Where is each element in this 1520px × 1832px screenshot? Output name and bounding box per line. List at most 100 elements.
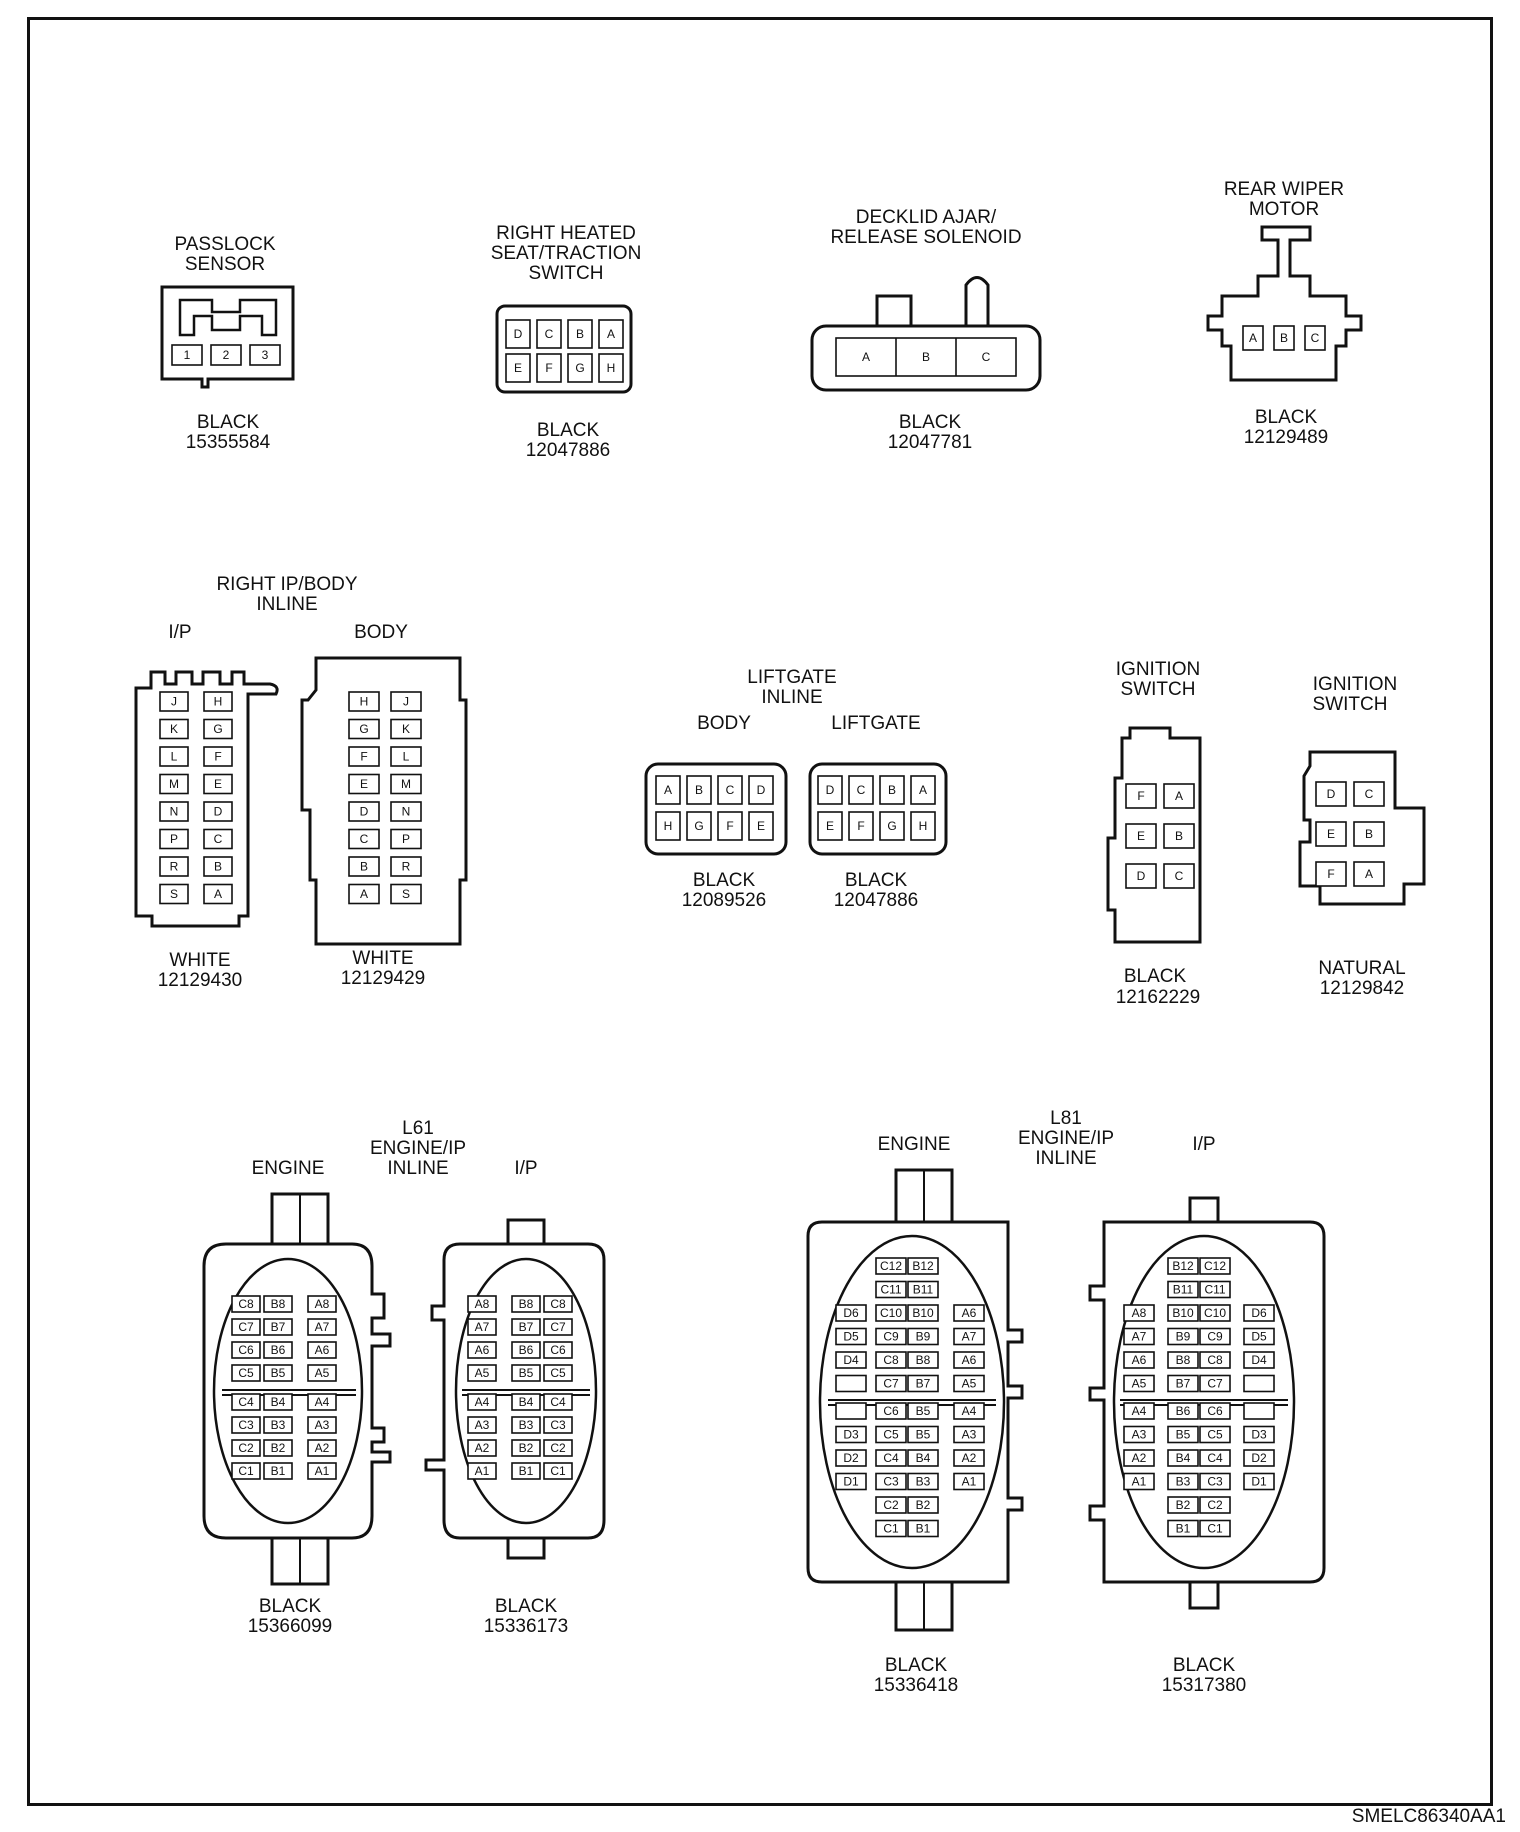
rear-wiper-housing — [1206, 225, 1363, 382]
pin-cavity — [511, 1364, 541, 1382]
passlock-title-2: SENSOR — [185, 254, 265, 275]
pin-label: C2 — [238, 1441, 254, 1455]
pin-cavity — [390, 773, 422, 795]
pin-cavity — [467, 1295, 497, 1313]
pin-label: B11 — [913, 1283, 934, 1297]
pin-label: B — [888, 783, 896, 797]
pin-label: F — [857, 819, 864, 833]
pin-cavity — [307, 1318, 337, 1336]
pin-cavity — [875, 1496, 907, 1514]
pin-cavity — [953, 1449, 985, 1467]
pin-label: A2 — [475, 1441, 490, 1455]
pin-label: C3 — [238, 1418, 254, 1432]
pin-label: A7 — [1132, 1330, 1147, 1344]
pin-cavity — [348, 773, 380, 795]
pin-label: A — [360, 887, 368, 901]
pin-label: A7 — [315, 1320, 330, 1334]
pin-label: D2 — [843, 1451, 859, 1465]
pin-cavity — [1167, 1425, 1199, 1444]
pin-label: B — [576, 327, 584, 341]
pin-cavity — [686, 775, 712, 805]
pin-label: A6 — [962, 1353, 977, 1367]
pin-cavity — [875, 1280, 907, 1299]
pin-label: C10 — [880, 1306, 902, 1320]
pin-label: A — [1249, 331, 1257, 345]
pin-label: B8 — [916, 1353, 931, 1367]
pin-label: F — [545, 361, 552, 375]
rear-wiper-color: BLACK — [1255, 407, 1318, 428]
pin-cavity — [907, 1304, 939, 1322]
pin-cavity — [348, 801, 380, 822]
pin-label: G — [694, 819, 703, 833]
decklid-color: BLACK — [899, 412, 962, 433]
blank-pin-cavity — [835, 1374, 867, 1393]
pin-cavity — [203, 691, 233, 712]
pin-cavity — [231, 1439, 261, 1457]
pin-label: A4 — [315, 1395, 330, 1409]
pin-label: A1 — [315, 1464, 330, 1478]
pin-label: F — [1327, 867, 1334, 881]
pin-label: B11 — [1173, 1283, 1194, 1297]
blank-pin-cavity — [835, 1402, 867, 1420]
pin-cavity — [390, 746, 422, 767]
pin-cavity — [1199, 1425, 1231, 1444]
decklid-pin-row — [835, 337, 1017, 377]
pin-cavity — [543, 1416, 573, 1434]
pin-label: C8 — [883, 1353, 899, 1367]
decklid-title-2: RELEASE SOLENOID — [830, 227, 1021, 248]
pin-label: A8 — [475, 1297, 490, 1311]
pin-cavity — [467, 1318, 497, 1336]
liftgate-title-1: LIFTGATE — [747, 667, 836, 688]
pin-label: B5 — [271, 1366, 286, 1380]
pin-label: C8 — [1207, 1353, 1223, 1367]
pin-cavity — [817, 811, 843, 841]
pin-cavity — [953, 1327, 985, 1346]
pin-cavity — [1199, 1327, 1231, 1346]
pin-cavity — [543, 1364, 573, 1382]
pin-label: A2 — [1132, 1451, 1147, 1465]
pin-cavity — [907, 1257, 939, 1275]
pin-cavity — [249, 344, 281, 366]
pin-cavity — [511, 1318, 541, 1336]
pin-cavity — [598, 319, 624, 349]
pin-label: C1 — [1207, 1522, 1223, 1536]
pin-label: A4 — [1132, 1404, 1147, 1418]
pin-cavity — [835, 1327, 867, 1346]
pin-label: C5 — [238, 1366, 254, 1380]
pin-cavity — [1163, 823, 1195, 849]
pin-label: C — [982, 350, 991, 364]
pin-label: D5 — [1251, 1330, 1267, 1344]
pin-cavity — [1199, 1496, 1231, 1514]
pin-cavity — [1125, 823, 1157, 849]
rear-wiper-motor: REAR WIPER MOTOR A B C BLACK 12129489 — [1206, 179, 1363, 448]
pin-cavity — [1167, 1327, 1199, 1346]
pin-label: B4 — [916, 1451, 931, 1465]
pin-label: G — [213, 722, 222, 736]
pin-cavity — [348, 856, 380, 877]
pin-label: D4 — [843, 1353, 859, 1367]
pin-cavity — [348, 718, 380, 740]
pin-cavity — [390, 883, 422, 905]
pin-label: K — [170, 722, 178, 736]
pin-label: H — [664, 819, 673, 833]
l81-title-1: L81 — [1050, 1108, 1082, 1129]
pin-label: B — [922, 350, 930, 364]
pin-label: B — [1175, 829, 1183, 843]
pin-label: F — [1137, 789, 1144, 803]
pin-cavity — [907, 1280, 939, 1299]
ign1-color: BLACK — [1124, 966, 1187, 987]
pin-cavity — [348, 746, 380, 767]
pin-label: C12 — [880, 1259, 902, 1273]
pin-cavity — [567, 353, 593, 383]
pin-label: A5 — [1132, 1377, 1147, 1391]
passlock-housing — [160, 285, 295, 389]
pin-cavity — [1123, 1304, 1155, 1322]
pin-label: C9 — [883, 1330, 899, 1344]
pin-cavity — [907, 1496, 939, 1514]
